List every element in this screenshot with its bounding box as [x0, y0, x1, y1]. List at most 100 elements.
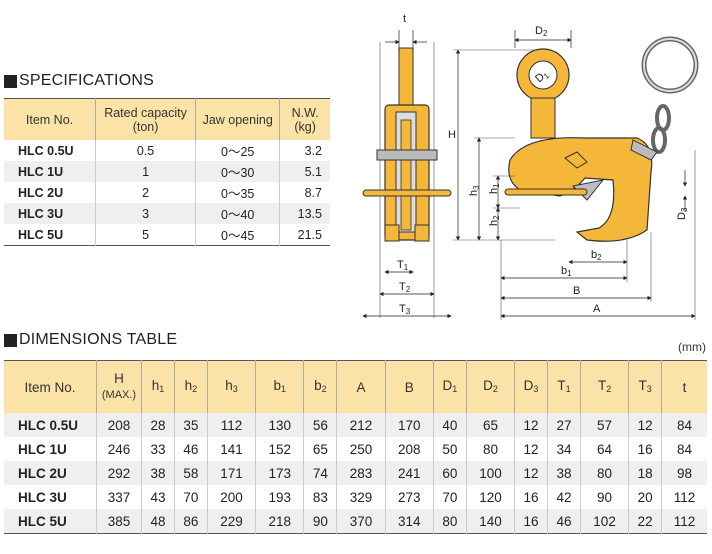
label-T2: T2	[399, 281, 411, 294]
dim-cell-value: 56	[303, 413, 337, 437]
dim-header-A: A	[336, 360, 386, 413]
dim-cell-value: 171	[206, 461, 256, 485]
dim-header-h2: h2	[173, 360, 208, 413]
dim-cell-value: 28	[141, 413, 175, 437]
dim-cell-value: 273	[384, 485, 434, 509]
dim-cell-value: 193	[255, 485, 304, 509]
specifications-table: Item No. Rated capacity(ton) Jaw opening…	[4, 98, 330, 246]
dim-cell-value: 12	[514, 413, 548, 437]
dim-cell-value: 38	[547, 461, 581, 485]
dim-cell-value: 70	[173, 485, 208, 509]
label-A: A	[593, 303, 601, 315]
dim-cell-value: 292	[96, 461, 142, 485]
dimensions-table: Item No. H(MAX.) h1 h2 h3 b1 b2 A B D1 D…	[4, 360, 707, 534]
dim-cell-item: HLC 3U	[18, 489, 67, 505]
dim-cell-value: 83	[303, 485, 337, 509]
dim-cell-value: 98	[661, 461, 707, 485]
dim-cell-value: 64	[579, 437, 629, 461]
dim-cell-value: 33	[141, 437, 175, 461]
dim-cell-value: 12	[514, 437, 548, 461]
dim-header-t: t	[661, 360, 707, 413]
spec-header-row: Item No. Rated capacity(ton) Jaw opening…	[4, 98, 330, 140]
label-t: t	[403, 13, 406, 25]
heading-square-icon	[4, 333, 17, 347]
dim-cell-value: 70	[432, 485, 467, 509]
clamp-side-view	[362, 42, 452, 318]
dim-cell-value: 329	[336, 485, 386, 509]
dim-cell-value: 20	[628, 485, 662, 509]
dim-cell-value: 112	[661, 509, 707, 534]
dim-header-b1: b1	[255, 360, 304, 413]
dim-header-H: H(MAX.)	[96, 360, 142, 413]
dim-cell-value: 102	[579, 509, 629, 534]
dim-cell-value: 65	[465, 413, 515, 437]
dim-cell-value: 112	[661, 485, 707, 509]
dimensions-heading: DIMENSIONS TABLE	[4, 331, 177, 349]
dim-cell-value: 218	[255, 509, 304, 534]
dim-cell-value: 385	[96, 509, 142, 534]
dim-cell-value: 141	[206, 437, 256, 461]
side-view-dimensions: t T1 T2 T3	[362, 13, 452, 319]
heading-square-icon	[4, 74, 17, 88]
dim-cell-value: 16	[628, 437, 662, 461]
dim-cell-value: 212	[336, 413, 386, 437]
dim-cell-value: 112	[206, 413, 256, 437]
dim-cell-value: 57	[579, 413, 629, 437]
dim-cell-value: 50	[432, 437, 467, 461]
dim-cell-value: 130	[255, 413, 304, 437]
dim-cell-value: 46	[547, 509, 581, 534]
dim-cell-value: 35	[173, 413, 208, 437]
dim-cell-value: 27	[547, 413, 581, 437]
dim-cell-value: 100	[465, 461, 515, 485]
label-T3: T3	[399, 303, 411, 316]
dim-cell-value: 60	[432, 461, 467, 485]
dim-cell-value: 86	[173, 509, 208, 534]
label-D1: D1	[533, 68, 551, 86]
dim-cell-value: 208	[384, 437, 434, 461]
dim-header-b2: b2	[303, 360, 337, 413]
dim-cell-value: 250	[336, 437, 386, 461]
dim-header-D2: D2	[465, 360, 515, 413]
dim-cell-value: 90	[303, 509, 337, 534]
dim-cell-value: 80	[432, 509, 467, 534]
dim-cell-value: 18	[628, 461, 662, 485]
dim-header-item: Item No.	[4, 360, 97, 413]
dim-cell-value: 42	[547, 485, 581, 509]
dim-cell-value: 80	[465, 437, 515, 461]
front-view-dimensions: D2 D1 H h3 h1 h2 b2 b1 B A D3	[448, 25, 696, 320]
dim-cell-value: 84	[661, 413, 707, 437]
dim-cell-item: HLC 0.5U	[4, 413, 97, 437]
label-h2: h2	[488, 215, 501, 226]
dim-cell-value: 65	[303, 437, 337, 461]
dim-cell-item: HLC 5U	[4, 509, 97, 534]
specifications-heading: SPECIFICATIONS	[4, 72, 154, 90]
dim-cell-value: 246	[96, 437, 142, 461]
label-h3: h3	[468, 185, 481, 196]
dim-header-h1: h1	[141, 360, 175, 413]
dim-cell-value: 170	[384, 413, 434, 437]
dim-cell-value: 22	[628, 509, 662, 534]
dim-header-T1: T1	[547, 360, 581, 413]
dim-cell-value: 16	[514, 509, 548, 534]
dim-cell-value: 84	[661, 437, 707, 461]
label-b2: b2	[591, 249, 602, 262]
dim-header-T3: T3	[628, 360, 662, 413]
dim-cell-value: 173	[255, 461, 304, 485]
label-D2: D2	[535, 25, 548, 38]
spec-header-capacity: Rated capacity(ton)	[95, 98, 196, 140]
unit-label: (mm)	[678, 340, 706, 354]
spec-header-jaw: Jaw opening	[195, 98, 280, 140]
dim-cell-item: HLC 2U	[4, 461, 97, 485]
dim-cell-value: 43	[141, 485, 175, 509]
label-b1: b1	[561, 265, 572, 278]
dim-header-T2: T2	[579, 360, 629, 413]
